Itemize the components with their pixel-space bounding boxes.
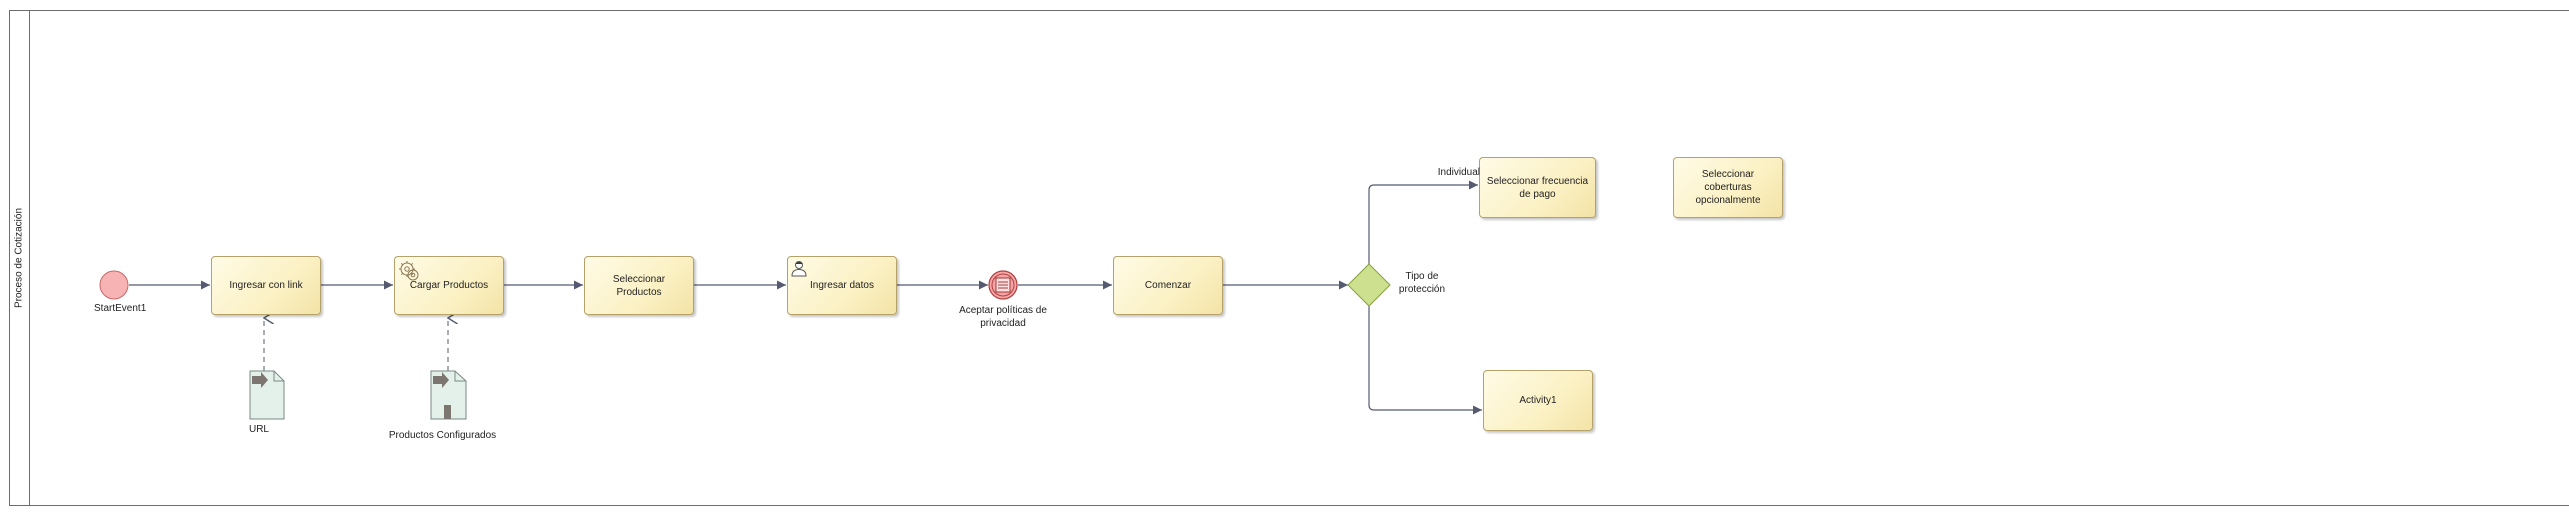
pool-header-divider xyxy=(29,10,30,506)
task-label: Seleccionar Productos xyxy=(612,273,666,298)
task-activity1[interactable]: Activity1 xyxy=(1483,370,1593,431)
task-label: Cargar Productos xyxy=(409,280,489,291)
start-event[interactable] xyxy=(99,270,129,300)
task-comenzar[interactable]: Comenzar xyxy=(1113,256,1223,315)
task-seleccionar-productos[interactable]: Seleccionar Productos xyxy=(584,256,694,315)
task-label: Seleccionar frecuencia de pago xyxy=(1486,175,1589,200)
data-object-url-label: URL xyxy=(248,424,269,435)
flow-label-individual: Individual xyxy=(1437,167,1480,178)
task-label: Ingresar con link xyxy=(229,280,303,291)
task-label: Seleccionar coberturas opcionalmente xyxy=(1695,169,1761,206)
gateway-label: Tipo de protección xyxy=(1398,271,1446,295)
start-event-label: StartEvent1 xyxy=(94,303,147,314)
service-gear-icon xyxy=(399,261,419,281)
task-cargar-productos[interactable]: Cargar Productos xyxy=(394,256,504,315)
task-ingresar-con-link[interactable]: Ingresar con link xyxy=(211,256,321,315)
task-seleccionar-coberturas[interactable]: Seleccionar coberturas opcionalmente xyxy=(1673,157,1783,218)
task-label: Ingresar datos xyxy=(810,280,874,291)
intermediate-event-label: Aceptar políticas de privacidad xyxy=(959,305,1047,329)
data-input-arrow-icon xyxy=(252,372,268,388)
conditional-icon xyxy=(995,277,1011,293)
pool[interactable] xyxy=(9,10,2569,506)
collection-marker-icon xyxy=(444,405,451,419)
task-ingresar-datos[interactable]: Ingresar datos xyxy=(787,256,897,315)
data-input-arrow-icon xyxy=(433,372,449,388)
data-object-productos-label: Productos Configurados xyxy=(388,430,497,441)
task-seleccionar-frecuencia[interactable]: Seleccionar frecuencia de pago xyxy=(1479,157,1596,218)
task-label: Activity1 xyxy=(1519,395,1557,406)
user-task-icon xyxy=(791,261,807,277)
exclusive-gateway[interactable] xyxy=(1347,263,1391,307)
task-label: Comenzar xyxy=(1144,280,1192,291)
flow-gateway-to-frecuencia[interactable] xyxy=(1368,180,1478,264)
flow-gateway-to-activity1[interactable] xyxy=(1368,306,1482,415)
